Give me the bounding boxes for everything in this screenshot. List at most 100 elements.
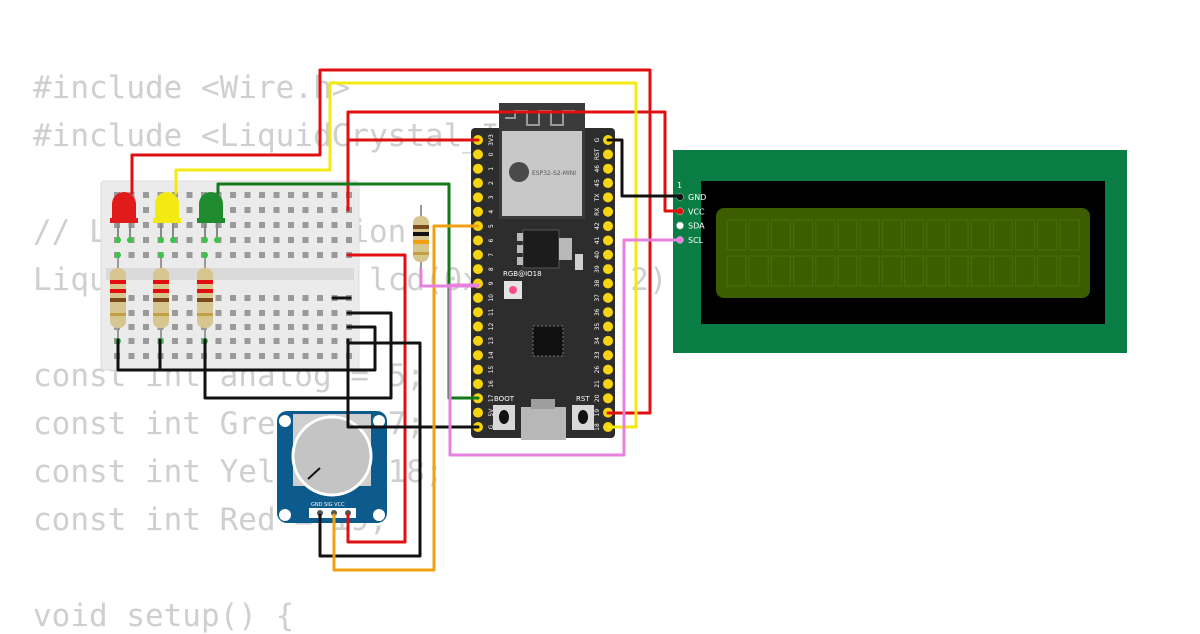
esp32-pin-label: 4 [488,210,495,214]
lcd-cell [748,219,769,251]
breadboard-hole [186,295,193,301]
lcd-cell [1037,255,1058,287]
resistor-red [110,252,126,344]
breadboard-hole [230,310,236,316]
esp32-pin-label: 9 [488,281,495,285]
lcd-cell [948,219,969,251]
breadboard-hole [259,252,265,258]
breadboard-hole [302,252,309,258]
breadboard-hole [186,252,193,258]
breadboard-hole [317,192,323,198]
breadboard-hole [143,237,149,243]
lcd-cell [859,255,880,287]
module-label: ESP32-S2-MINI [532,170,576,177]
breadboard-hole [128,338,135,344]
esp32-pin-label: G [594,137,601,142]
lcd-cell [1059,255,1080,287]
usb-port[interactable] [521,407,566,440]
esp32-pin-label: 3V3 [488,134,495,146]
espressif-logo-icon [509,162,529,182]
lcd-cell [970,219,991,251]
breadboard-hole [288,222,294,228]
esp32-pin-label: 5V [488,408,495,417]
esp32-pin-label: 17 [488,394,495,402]
breadboard-hole [244,338,251,344]
wire-i2c-scl [448,238,682,457]
breadboard-hole [172,222,178,228]
esp32-pin [603,178,613,189]
breadboard-hole [244,353,251,359]
lcd-cell [770,255,791,287]
breadboard-hole [244,192,251,198]
esp32-pin-label: 13 [488,337,495,345]
esp32-pin-label: 18 [594,423,601,431]
lcd-cell [970,255,991,287]
led-yellow[interactable] [153,192,181,243]
breadboard[interactable] [100,180,360,371]
esp32-pin-label: 41 [594,236,601,244]
esp32-pin-label: 20 [594,394,601,402]
lcd-cell [926,219,947,251]
esp32-pin [603,364,613,375]
lcd-cell [815,219,836,251]
esp32-pin-label: 37 [594,294,601,302]
esp32-pin [603,307,613,318]
esp32-board[interactable]: ESP32-S2-MINI RGB@IO18 BOOT RST 3V301234… [471,103,615,440]
esp32-pin-label: 0 [488,152,495,156]
esp32-pin-headers: 3V3012345678910111213141516175VGGRST4645… [473,134,613,432]
breadboard-hole [317,207,323,213]
breadboard-hole [259,192,265,198]
esp32-pin-label: 16 [488,380,495,388]
lcd-cell [904,255,925,287]
breadboard-hole [273,222,280,228]
breadboard-hole [288,252,294,258]
esp32-pin [473,350,483,361]
wire-red-pot [346,253,407,544]
breadboard-hole [215,252,222,258]
breadboard-hole [186,207,193,213]
led-red[interactable] [110,192,138,243]
esp32-pin [473,321,483,332]
breadboard-hole [186,237,193,243]
breadboard-hole [230,295,236,301]
breadboard-hole [317,237,323,243]
breadboard-hole [288,310,294,316]
breadboard-hole [143,222,149,228]
esp32-pin [473,178,483,189]
breadboard-hole [128,252,135,258]
lcd-cell [726,219,747,251]
breadboard-hole [244,324,251,330]
breadboard-hole [288,324,294,330]
esp32-pin-label: 35 [594,323,601,331]
esp32-pin [603,249,613,260]
esp32-pin [603,221,613,232]
breadboard-hole [331,252,338,258]
lcd-cell [1015,255,1036,287]
esp32-pin-label: 45 [594,179,601,187]
breadboard-hole [172,324,178,330]
lcd-pin1-label: 1 [677,181,682,190]
breadboard-hole [317,222,323,228]
breadboard-hole [143,295,149,301]
lcd-cell [726,255,747,287]
lcd-pin-label: VCC [688,207,705,216]
potentiometer-knob[interactable] [291,415,373,497]
led-green[interactable] [197,192,225,243]
breadboard-hole [317,353,323,359]
breadboard-hole [186,338,193,344]
breadboard-hole [273,310,280,316]
esp32-pin [603,278,613,289]
breadboard-hole [331,324,338,330]
esp32-pin-label: 39 [594,265,601,273]
breadboard-hole [172,310,178,316]
esp32-pin [473,149,483,160]
esp32-pin [603,163,613,174]
breadboard-hole [288,338,294,344]
esp32-pin [603,350,613,361]
esp32-pin [603,235,613,246]
breadboard-hole [244,310,251,316]
esp32-pin-label: TX [594,194,601,203]
breadboard-hole [143,192,149,198]
esp32-pin-label: 42 [594,222,601,230]
